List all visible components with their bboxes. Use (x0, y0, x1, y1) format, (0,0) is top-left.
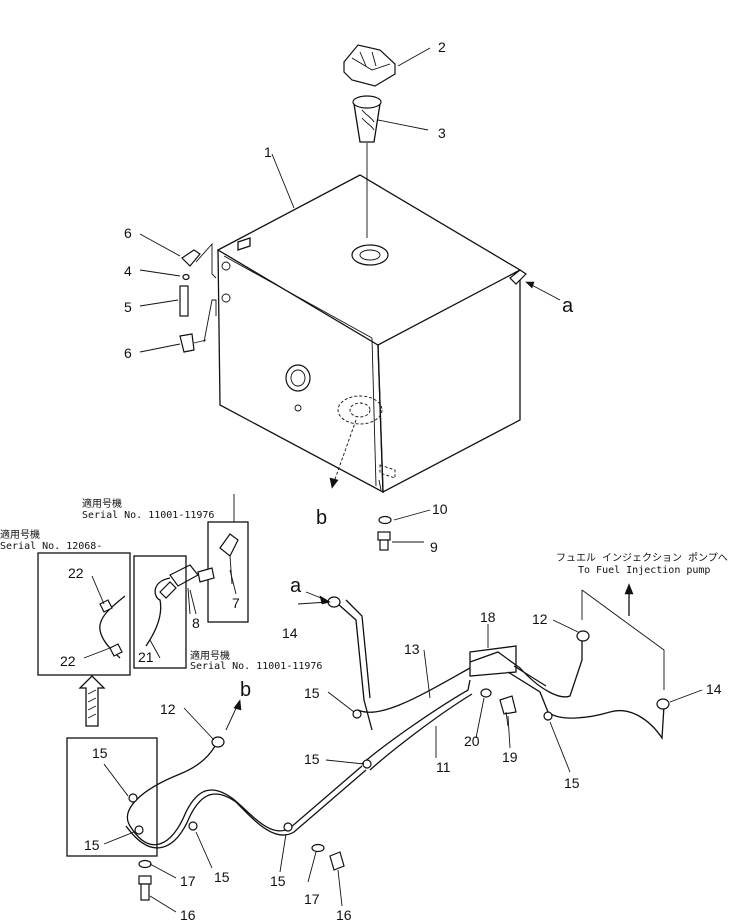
hatched-up-arrow (78, 675, 106, 727)
fuel-tank (216, 174, 527, 494)
callout-15-lower-mid: 15 (270, 873, 286, 889)
callout-4: 4 (124, 263, 132, 279)
callout-15-box-bottom: 15 (84, 837, 100, 853)
callout-11: 11 (436, 759, 451, 775)
hose-box-22 (37, 552, 131, 676)
tank-cap (343, 44, 396, 87)
callout-16-right: 16 (336, 907, 352, 923)
serial-note-1: Serial No. 11001-11976 (82, 510, 215, 521)
callout-6-bottom: 6 (124, 345, 132, 361)
fuel-lines (125, 596, 670, 901)
callout-7: 7 (232, 595, 240, 611)
callout-15-box-top: 15 (92, 745, 108, 761)
callout-8: 8 (192, 615, 200, 631)
callout-18: 18 (480, 609, 496, 625)
hose-box-lower (66, 737, 158, 857)
bolt-and-washer (377, 515, 392, 551)
callout-14-right: 14 (706, 681, 722, 697)
view-ref-a-tank: a (562, 295, 574, 317)
callout-12-left: 12 (160, 701, 176, 717)
callout-20: 20 (464, 733, 480, 749)
callout-3: 3 (438, 125, 446, 141)
callout-15-center: 15 (304, 685, 320, 701)
view-ref-a-pipe: a (290, 575, 302, 597)
callout-5: 5 (124, 299, 132, 315)
serial-note-1-jp: 適用号機 (82, 499, 122, 510)
pump-direction (581, 583, 665, 690)
callout-15-lower: 15 (214, 869, 230, 885)
hose-box-21 (133, 555, 187, 669)
view-arrows (225, 281, 561, 731)
callout-2: 2 (438, 39, 446, 55)
callout-6-top: 6 (124, 225, 132, 241)
callout-12-right: 12 (532, 611, 548, 627)
callout-15-mid: 15 (304, 751, 320, 767)
callout-13: 13 (404, 641, 420, 657)
callout-22-top: 22 (68, 565, 84, 581)
leader-lines (83, 47, 703, 913)
callout-17-left: 17 (180, 873, 196, 889)
callout-17-right: 17 (304, 891, 320, 907)
callout-21: 21 (138, 649, 154, 665)
serial-note-3: Serial No. 11001-11976 (190, 661, 323, 672)
callout-10: 10 (432, 501, 448, 517)
serial-note-2-jp: 適用号機 (0, 530, 40, 541)
callout-1: 1 (264, 144, 272, 160)
callout-22-bottom: 22 (60, 653, 76, 669)
serial-note-3-jp: 適用号機 (190, 651, 230, 662)
drain-fittings (169, 494, 249, 623)
level-gauge-parts (179, 242, 217, 353)
callout-16-left: 16 (180, 907, 196, 923)
strainer (352, 95, 382, 238)
pump-note-jp: フュエル インジェクション ポンプへ (556, 553, 728, 564)
view-ref-b-hose: b (240, 679, 252, 701)
pump-note: To Fuel Injection pump (578, 565, 711, 576)
callout-19: 19 (502, 749, 518, 765)
callout-9: 9 (430, 539, 438, 555)
view-ref-b-tank: b (316, 507, 328, 529)
callout-14-left: 14 (282, 625, 298, 641)
serial-note-2: Serial No. 12068- (0, 541, 103, 552)
callout-15-right: 15 (564, 775, 580, 791)
